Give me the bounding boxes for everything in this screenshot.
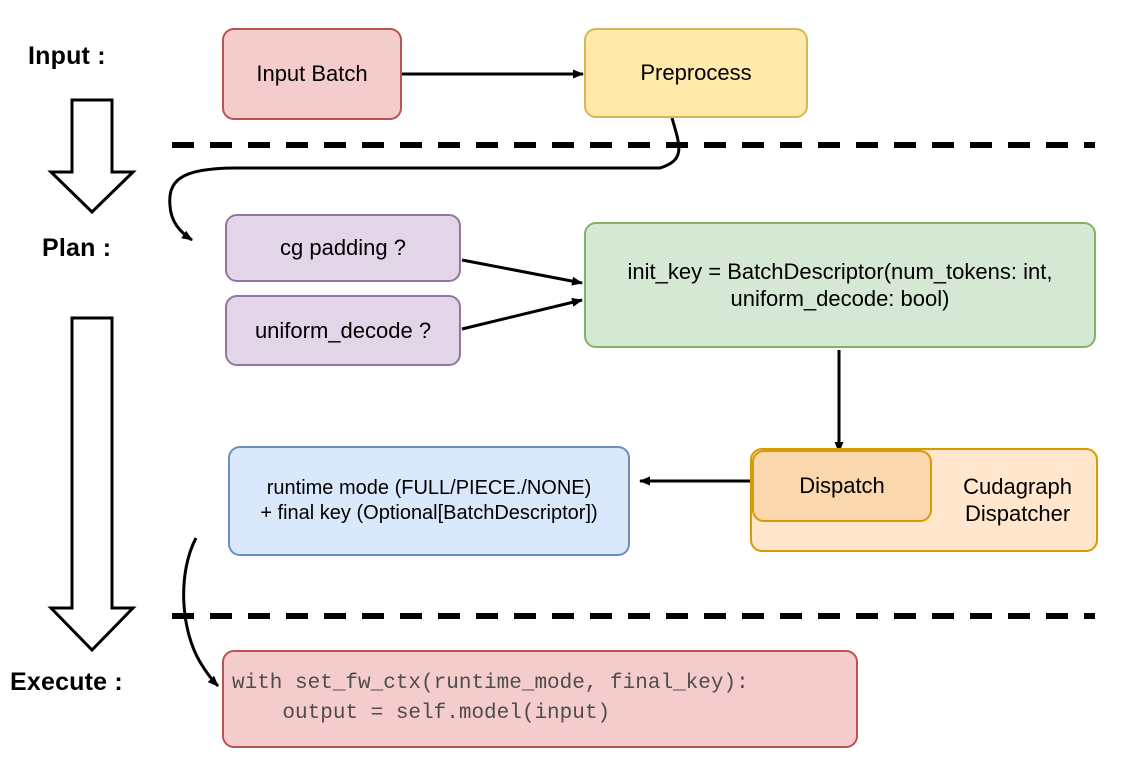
- edge-uniform-decode-to-init-key: [461, 297, 583, 331]
- node-runtime-mode[interactable]: runtime mode (FULL/PIECE./NONE) + final …: [228, 446, 630, 556]
- node-cg-padding[interactable]: cg padding ?: [225, 214, 461, 282]
- node-cudagraph-dispatcher-label: Cudagraph Dispatcher: [963, 473, 1072, 527]
- node-input-batch-label: Input Batch: [256, 61, 368, 87]
- node-cg-padding-label: cg padding ?: [280, 235, 406, 261]
- node-dispatch-label: Dispatch: [799, 473, 885, 499]
- node-input-batch[interactable]: Input Batch: [222, 28, 402, 120]
- edge-cg-padding-to-init-key: [461, 258, 583, 286]
- node-preprocess[interactable]: Preprocess: [584, 28, 808, 118]
- node-preprocess-label: Preprocess: [640, 60, 752, 86]
- node-init-key[interactable]: init_key = BatchDescriptor(num_tokens: i…: [584, 222, 1096, 348]
- node-runtime-mode-line2: + final key (Optional[BatchDescriptor]): [260, 502, 598, 524]
- stage-arrow-input-to-plan: [47, 98, 137, 215]
- node-execute-code-line2: output = self.model(input): [232, 702, 611, 725]
- node-uniform-decode[interactable]: uniform_decode ?: [225, 295, 461, 366]
- node-dispatch[interactable]: Dispatch: [752, 450, 932, 522]
- node-execute-code-line1: with set_fw_ctx(runtime_mode, final_key)…: [232, 671, 749, 695]
- node-init-key-line2: uniform_decode: bool): [730, 286, 950, 311]
- node-uniform-decode-label: uniform_decode ?: [254, 317, 432, 343]
- node-init-key-line1: init_key = BatchDescriptor(num_tokens: i…: [627, 258, 1053, 284]
- edge-runtime-mode-to-execute-code: [182, 537, 220, 688]
- node-execute-code[interactable]: with set_fw_ctx(runtime_mode, final_key)…: [222, 650, 858, 748]
- node-runtime-mode-line1: runtime mode (FULL/PIECE./NONE): [266, 477, 592, 499]
- stage-label-execute: Execute :: [10, 668, 123, 696]
- stage-label-plan: Plan :: [42, 234, 112, 262]
- stage-label-input: Input :: [28, 42, 106, 70]
- stage-arrow-plan-to-execute: [47, 316, 137, 653]
